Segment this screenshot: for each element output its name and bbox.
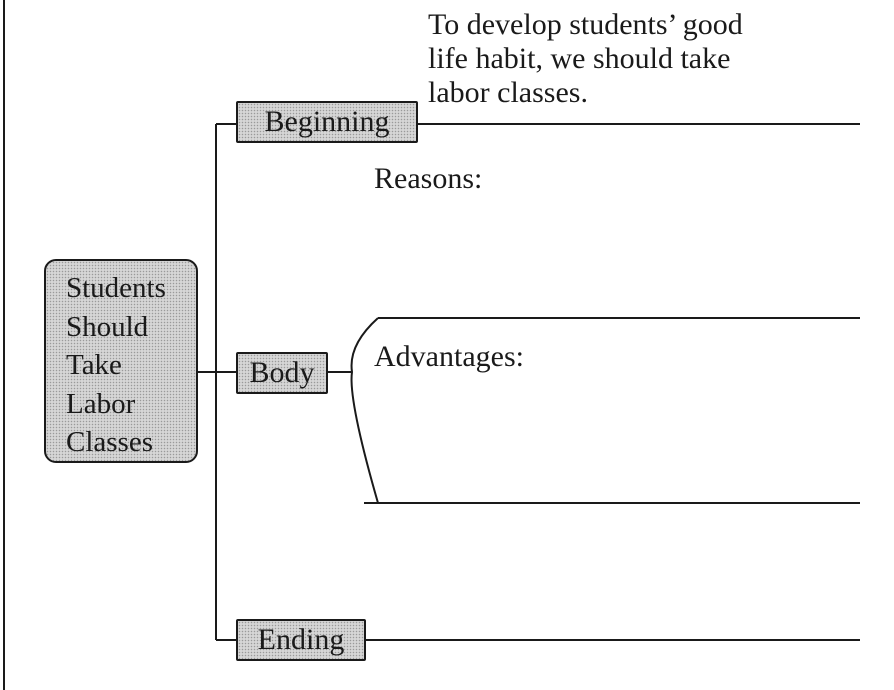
body-label: Body (249, 356, 315, 389)
root-text-line: Should (66, 310, 149, 343)
beginning-text-line: labor classes. (428, 76, 588, 109)
root-node-box: Students Should Take Labor Classes (44, 259, 198, 463)
beginning-label: Beginning (264, 105, 390, 138)
root-text-line: Take (66, 349, 122, 381)
ending-label-box: Ending (236, 619, 366, 661)
beginning-text: To develop students’ good life habit, we… (428, 8, 743, 110)
advantages-label: Advantages: (374, 340, 524, 373)
root-text-line: Students (66, 272, 166, 304)
ending-label: Ending (257, 623, 345, 656)
root-text-line: Labor (66, 387, 136, 420)
beginning-label-box: Beginning (236, 101, 418, 143)
beginning-text-line: life habit, we should take (428, 42, 731, 75)
root-text-line: Classes (66, 426, 153, 458)
beginning-text-line: To develop students’ good (428, 8, 743, 41)
body-label-box: Body (236, 352, 328, 394)
reasons-label: Reasons: (374, 162, 483, 195)
body-brace (350, 317, 379, 504)
